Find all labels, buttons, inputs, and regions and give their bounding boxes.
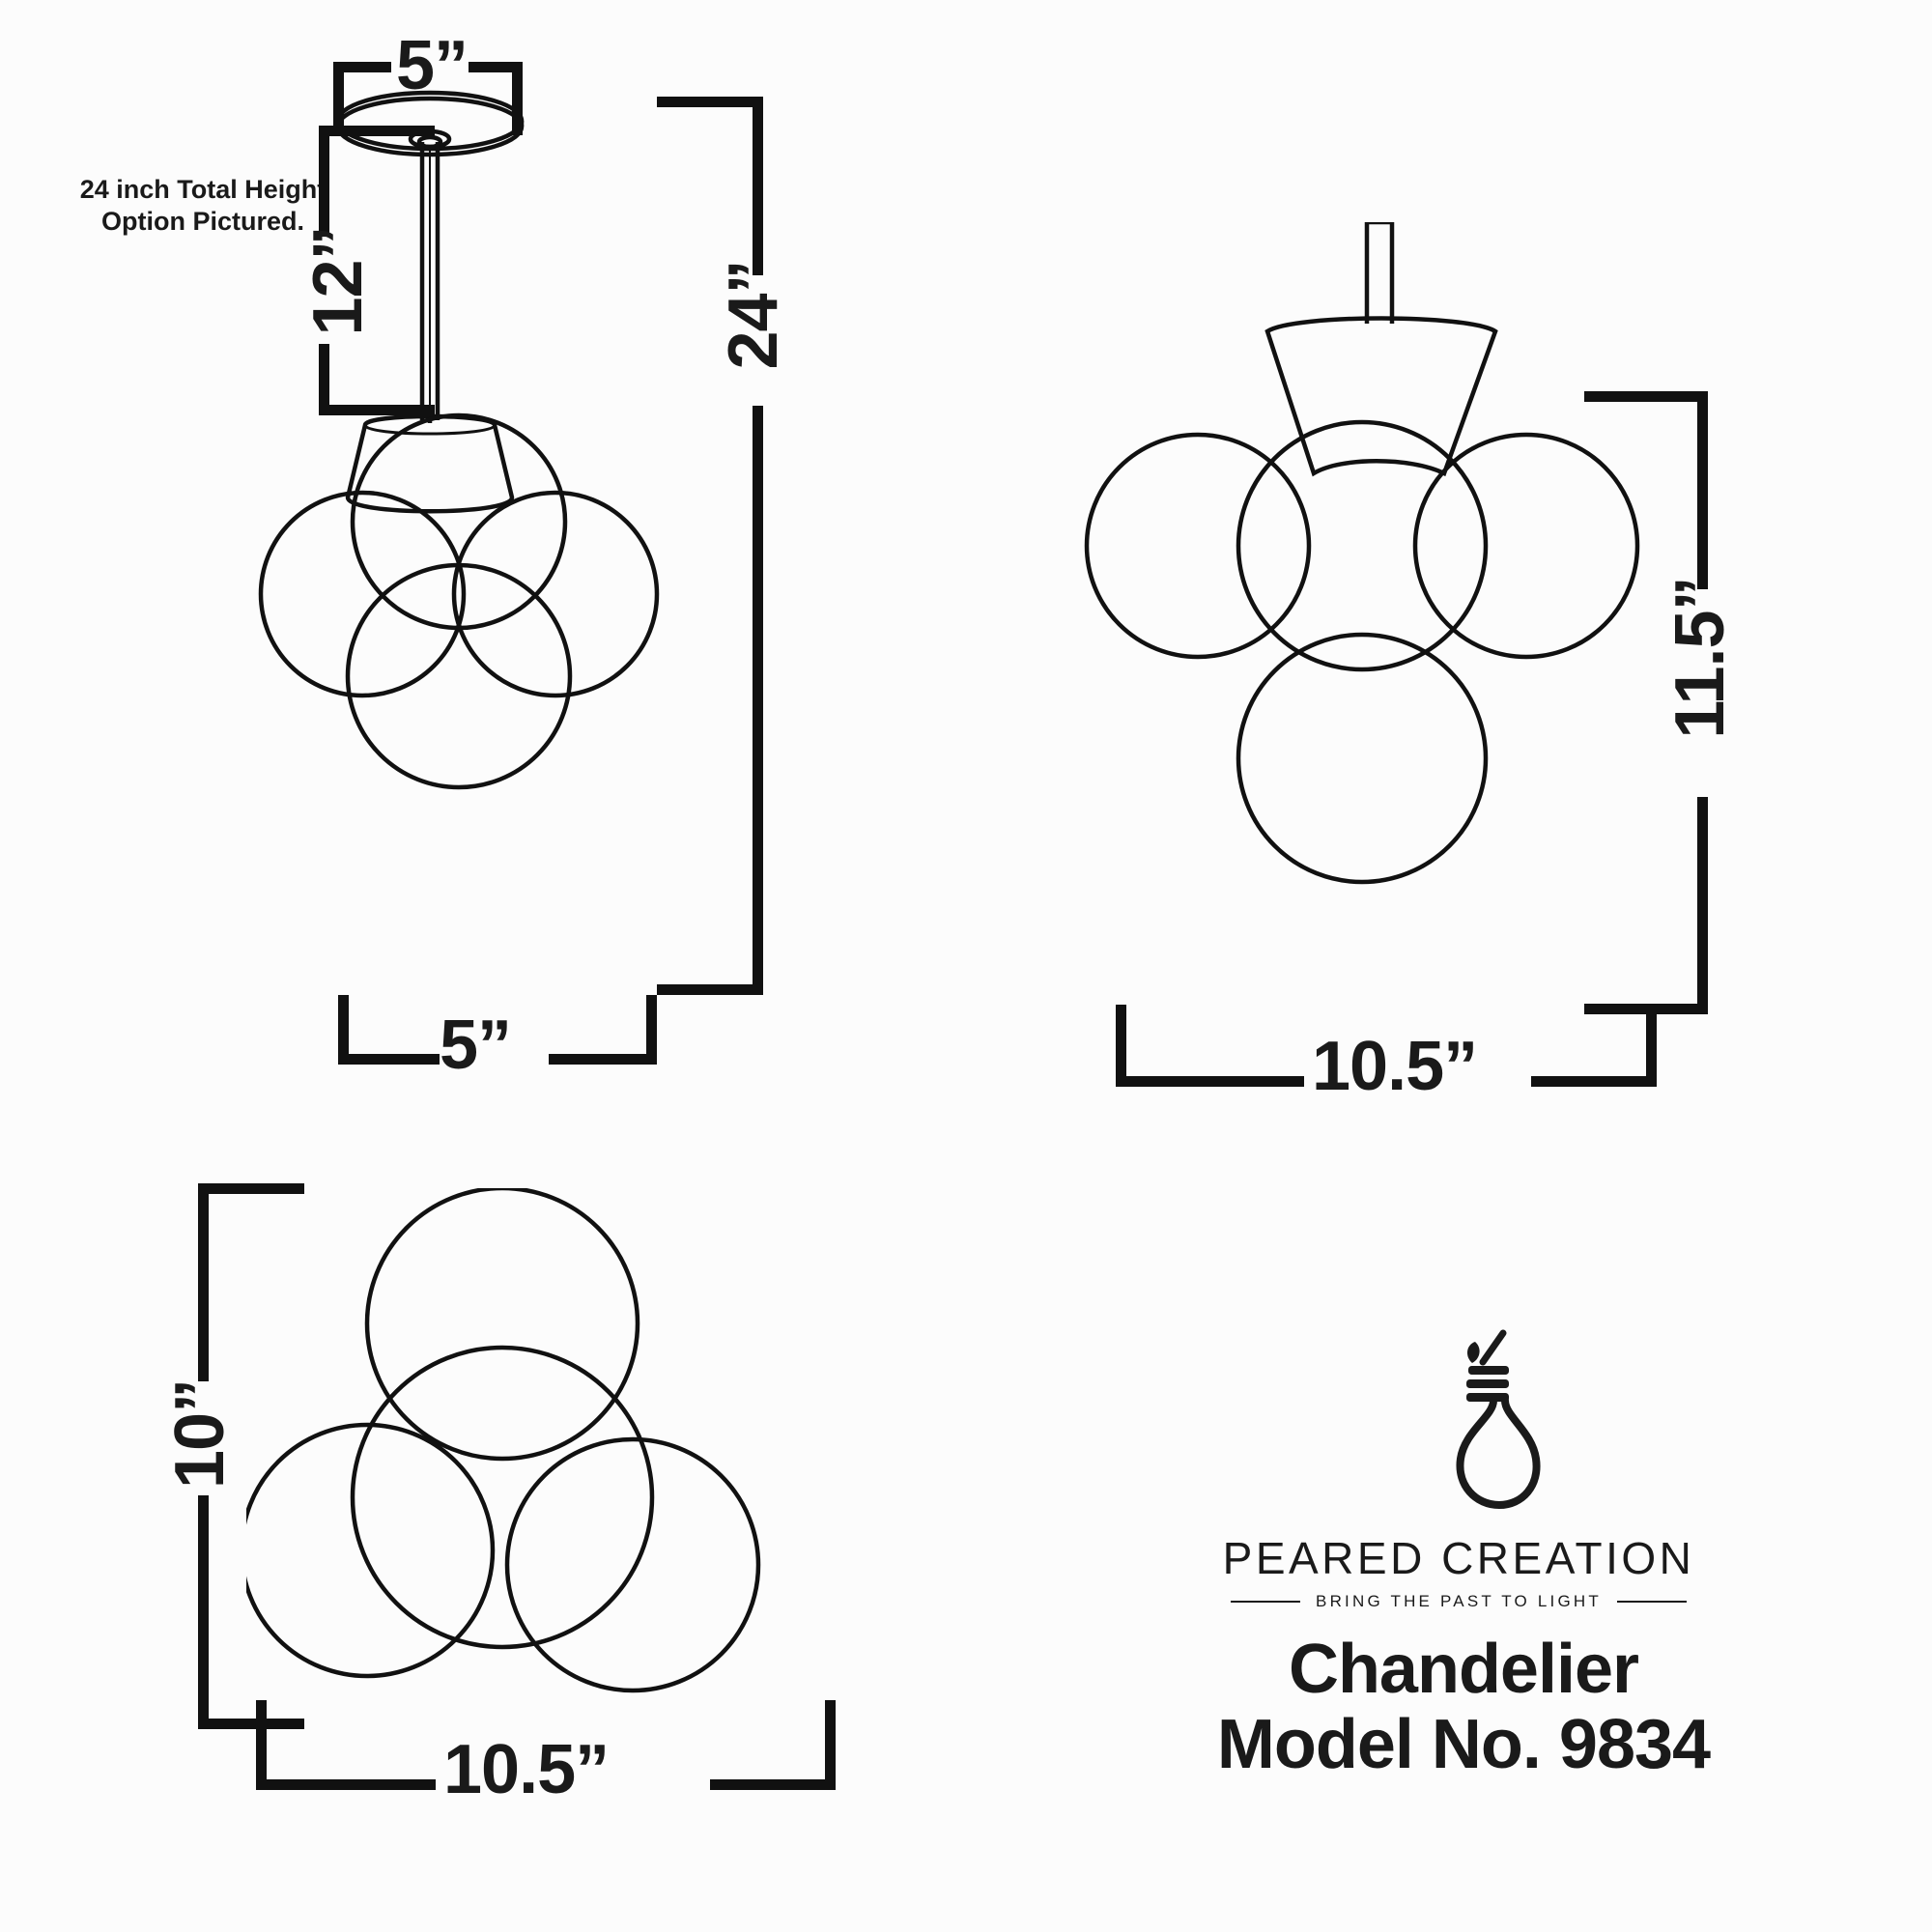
dim-plan-depth-label: 10” <box>161 1378 239 1489</box>
dim-fixture-width-right-tick <box>1646 1005 1657 1087</box>
dim-fixture-width-left-arm <box>1116 1076 1304 1087</box>
brand-tagline: BRING THE PAST TO LIGHT <box>1316 1592 1602 1610</box>
dim-globe-width-right-tick <box>646 995 657 1065</box>
dim-globe-width: 5” <box>338 995 657 1092</box>
dim-stem-drop-bottom-arm <box>319 405 435 415</box>
dim-plan-depth-line-upper <box>198 1183 209 1381</box>
dim-fixture-width-right-arm <box>1531 1076 1657 1087</box>
dim-stem-drop-line-upper <box>319 126 329 237</box>
dim-fixture-height-line-upper <box>1697 391 1708 589</box>
tagline-rule-right <box>1616 1600 1687 1603</box>
dim-stem-drop-label: 12” <box>299 226 377 336</box>
plan-view <box>246 1188 865 1768</box>
dim-canopy-width-left-arm <box>333 62 391 72</box>
brand-block: PEARED CREATION BRING THE PAST TO LIGHT <box>1198 1536 1719 1609</box>
dim-fixture-width-left-tick <box>1116 1005 1126 1087</box>
dim-fixture-height-line-lower <box>1697 797 1708 1014</box>
dim-total-height-label: 24” <box>715 260 792 370</box>
dim-plan-width-right-tick <box>825 1700 836 1790</box>
dim-globe-width-right-arm <box>549 1054 657 1065</box>
dim-globe-width-label: 5” <box>440 1007 512 1084</box>
dim-canopy-width-label: 5” <box>396 27 469 104</box>
dim-plan-depth-line-lower <box>198 1495 209 1729</box>
dim-total-height-bottom-arm <box>657 984 763 995</box>
product-title: Chandelier Model No. 9834 <box>1216 1631 1711 1783</box>
dim-total-height-line-upper <box>753 97 763 275</box>
dim-fixture-height-top-arm <box>1584 391 1708 402</box>
dim-canopy-width-left-tick <box>333 62 344 135</box>
dim-globe-width-left-tick <box>338 995 349 1065</box>
dim-fixture-width: 10.5” <box>1116 1005 1657 1111</box>
height-option-note: 24 inch Total Height Option Pictured. <box>79 175 327 236</box>
brand-name: PEARED CREATION <box>1222 1533 1695 1583</box>
bulb-icon <box>1456 1329 1541 1510</box>
bottom-up-view <box>1082 222 1642 1024</box>
dim-plan-depth: 10” <box>161 1183 324 1729</box>
dim-fixture-width-label: 10.5” <box>1312 1028 1478 1105</box>
dim-plan-depth-top-arm <box>198 1183 304 1194</box>
dim-globe-width-left-arm <box>338 1054 440 1065</box>
bottom-up-drawing <box>1084 222 1640 885</box>
dim-plan-width-left-arm <box>256 1779 436 1790</box>
dim-plan-width-right-arm <box>710 1779 836 1790</box>
dim-total-height-line-lower <box>753 406 763 995</box>
brand-tagline-row: BRING THE PAST TO LIGHT <box>1231 1593 1687 1609</box>
dim-plan-width-left-tick <box>256 1700 267 1790</box>
dim-plan-depth-bottom-arm <box>198 1719 304 1729</box>
dim-total-height-top-arm <box>657 97 763 107</box>
dim-plan-width: 10.5” <box>256 1700 836 1816</box>
plan-drawing <box>246 1188 761 1693</box>
dim-stem-drop-top-arm <box>319 126 435 136</box>
side-elevation-view: 5” <box>222 31 763 1024</box>
dim-stem-drop-line-lower <box>319 344 329 415</box>
peared-creation-bulb-logo <box>1430 1323 1584 1526</box>
tagline-rule-left <box>1231 1600 1301 1603</box>
dim-canopy-width-right-arm <box>469 62 523 72</box>
dim-stem-drop: 12” <box>299 126 454 415</box>
dim-fixture-height-label: 11.5” <box>1662 577 1739 739</box>
dim-fixture-height: 11.5” <box>1584 391 1739 1014</box>
dim-total-height: 24” <box>657 97 792 995</box>
dim-canopy-width-right-tick <box>512 62 523 135</box>
dim-plan-width-label: 10.5” <box>443 1731 610 1808</box>
